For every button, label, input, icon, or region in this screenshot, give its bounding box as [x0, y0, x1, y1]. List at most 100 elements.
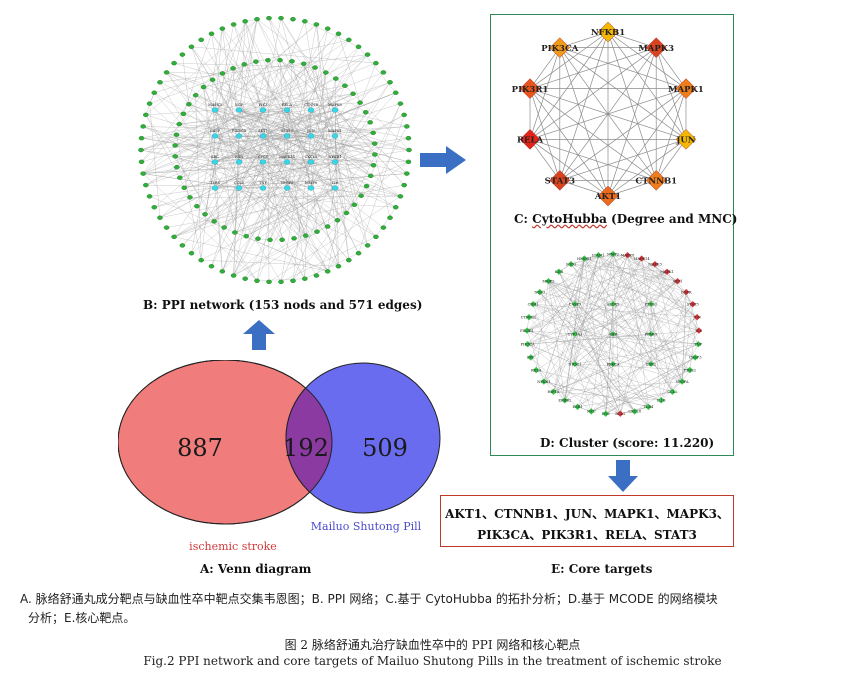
ppi-edge — [262, 93, 354, 137]
cluster-node-label: ALOX5 — [606, 302, 620, 306]
ppi-node-green — [291, 236, 297, 241]
cluster-node — [686, 366, 693, 374]
ppi-node-label: PIK3CA — [232, 129, 247, 133]
cluster-edge — [558, 271, 693, 305]
cluster-edge — [526, 264, 656, 331]
ppi-edge — [203, 63, 304, 88]
ppi-node-green — [179, 243, 186, 248]
cluster-edge — [574, 333, 614, 365]
ppi-edge — [174, 187, 336, 238]
ppi-node-label: AKT1 — [257, 129, 268, 133]
ppi-node-green — [351, 202, 358, 207]
ppi-edge — [159, 135, 312, 218]
ppi-node-green — [172, 154, 179, 159]
cluster-edge — [689, 317, 698, 371]
cluster-edge — [527, 330, 652, 365]
ppi-node-label: CYCS — [258, 155, 269, 159]
ppi-edge — [246, 187, 336, 237]
ppi-node-green — [302, 276, 308, 281]
ppi-node-green — [373, 234, 379, 240]
ppi-edge — [212, 79, 264, 163]
ppi-node-green — [242, 19, 248, 24]
ppi-node-green — [232, 230, 238, 235]
ppi-edge — [195, 95, 312, 137]
ppi-node-green — [208, 31, 215, 36]
ppi-node-green — [324, 269, 331, 274]
cluster-node-label: HIF1A — [548, 390, 560, 394]
ppi-edge — [327, 126, 408, 272]
ppi-edge — [214, 187, 355, 205]
ppi-edge — [310, 126, 407, 137]
ppi-edge — [159, 109, 288, 218]
ppi-edge — [238, 143, 375, 189]
ppi-edge — [279, 60, 288, 189]
ppi-node-green — [346, 37, 352, 43]
hub-node-label: STAT3 — [545, 177, 575, 187]
core-targets-caption: E: Core targets — [551, 562, 653, 576]
ppi-node-green — [323, 70, 329, 75]
ppi-node-green — [335, 31, 342, 36]
cluster-node-label: MYC — [587, 410, 596, 414]
ppi-edge — [191, 161, 312, 254]
ppi-edge — [175, 39, 349, 157]
cluster-edge — [530, 258, 585, 358]
ppi-node-hub — [283, 133, 291, 139]
cluster-edge — [539, 291, 635, 412]
cluster-node-label: PTGS1 — [645, 302, 657, 306]
cluster-edge — [527, 344, 621, 414]
hub-node-label: RELA — [517, 136, 544, 146]
cluster-node-label: KDR — [555, 270, 564, 274]
ppi-node-label: JUN — [306, 129, 315, 133]
ppi-network-caption: B: PPI network (153 nods and 571 edges) — [143, 298, 423, 312]
ppi-edge — [374, 154, 391, 218]
cluster-edge — [612, 253, 678, 282]
venn-overlap-value: 192 — [283, 434, 329, 462]
legend-line-1: A. 脉络舒通丸成分靶点与缺血性卒中靶点交集韦恩图；B. PPI 网络；C.基于… — [20, 592, 718, 606]
ppi-node-green — [302, 19, 308, 24]
ppi-edge — [196, 206, 258, 281]
ppi-edge — [255, 39, 349, 62]
hub-node-label: CTNNB1 — [635, 177, 677, 187]
cluster-node-label: CCL2 — [667, 390, 677, 394]
cluster-edge — [553, 291, 687, 392]
cluster-edge — [627, 255, 693, 305]
ppi-edge — [183, 113, 312, 163]
ppi-edge — [211, 33, 247, 237]
ppi-node-green — [373, 60, 379, 66]
venn-caption: A: Venn diagram — [200, 562, 312, 576]
ppi-node-green — [202, 212, 208, 217]
ppi-node-green — [343, 210, 350, 216]
ppi-edge — [214, 33, 339, 163]
ppi-edge — [222, 28, 288, 189]
hub-node-rela — [519, 128, 541, 150]
ppi-edge — [233, 187, 336, 276]
cluster-edge — [539, 291, 576, 365]
cluster-inner-node — [648, 361, 654, 367]
hub-edge — [529, 31, 609, 140]
ppi-node-green — [335, 264, 342, 269]
ppi-node-green — [357, 100, 363, 105]
ppi-node-green — [401, 112, 407, 118]
cluster-edge — [650, 363, 683, 382]
cluster-node — [657, 397, 665, 404]
ppi-edge — [184, 161, 336, 188]
hub-node-ctnnb1 — [645, 169, 667, 191]
venn-left-label: ischemic stroke — [189, 540, 277, 553]
cluster-node-label: NOS3 — [534, 290, 546, 294]
ppi-edge — [214, 143, 375, 163]
cluster-node-label: MAPK1 — [660, 270, 674, 274]
ppi-edge — [214, 109, 328, 272]
ppi-node-green — [243, 233, 250, 239]
ppi-node-green — [188, 251, 195, 256]
cluster-node-label: MMP2 — [607, 252, 619, 256]
cluster-node-label: VEGFA — [675, 380, 689, 384]
cluster-edge — [681, 304, 693, 382]
cluster-node-label: ESR1 — [573, 405, 583, 409]
ppi-node-green — [370, 163, 377, 168]
cluster-edge — [654, 264, 700, 331]
ppi-node-hub — [307, 133, 315, 139]
cluster-edge — [574, 303, 621, 414]
cluster-node-label: BCL2 — [615, 412, 625, 416]
cluster-node — [669, 388, 676, 395]
